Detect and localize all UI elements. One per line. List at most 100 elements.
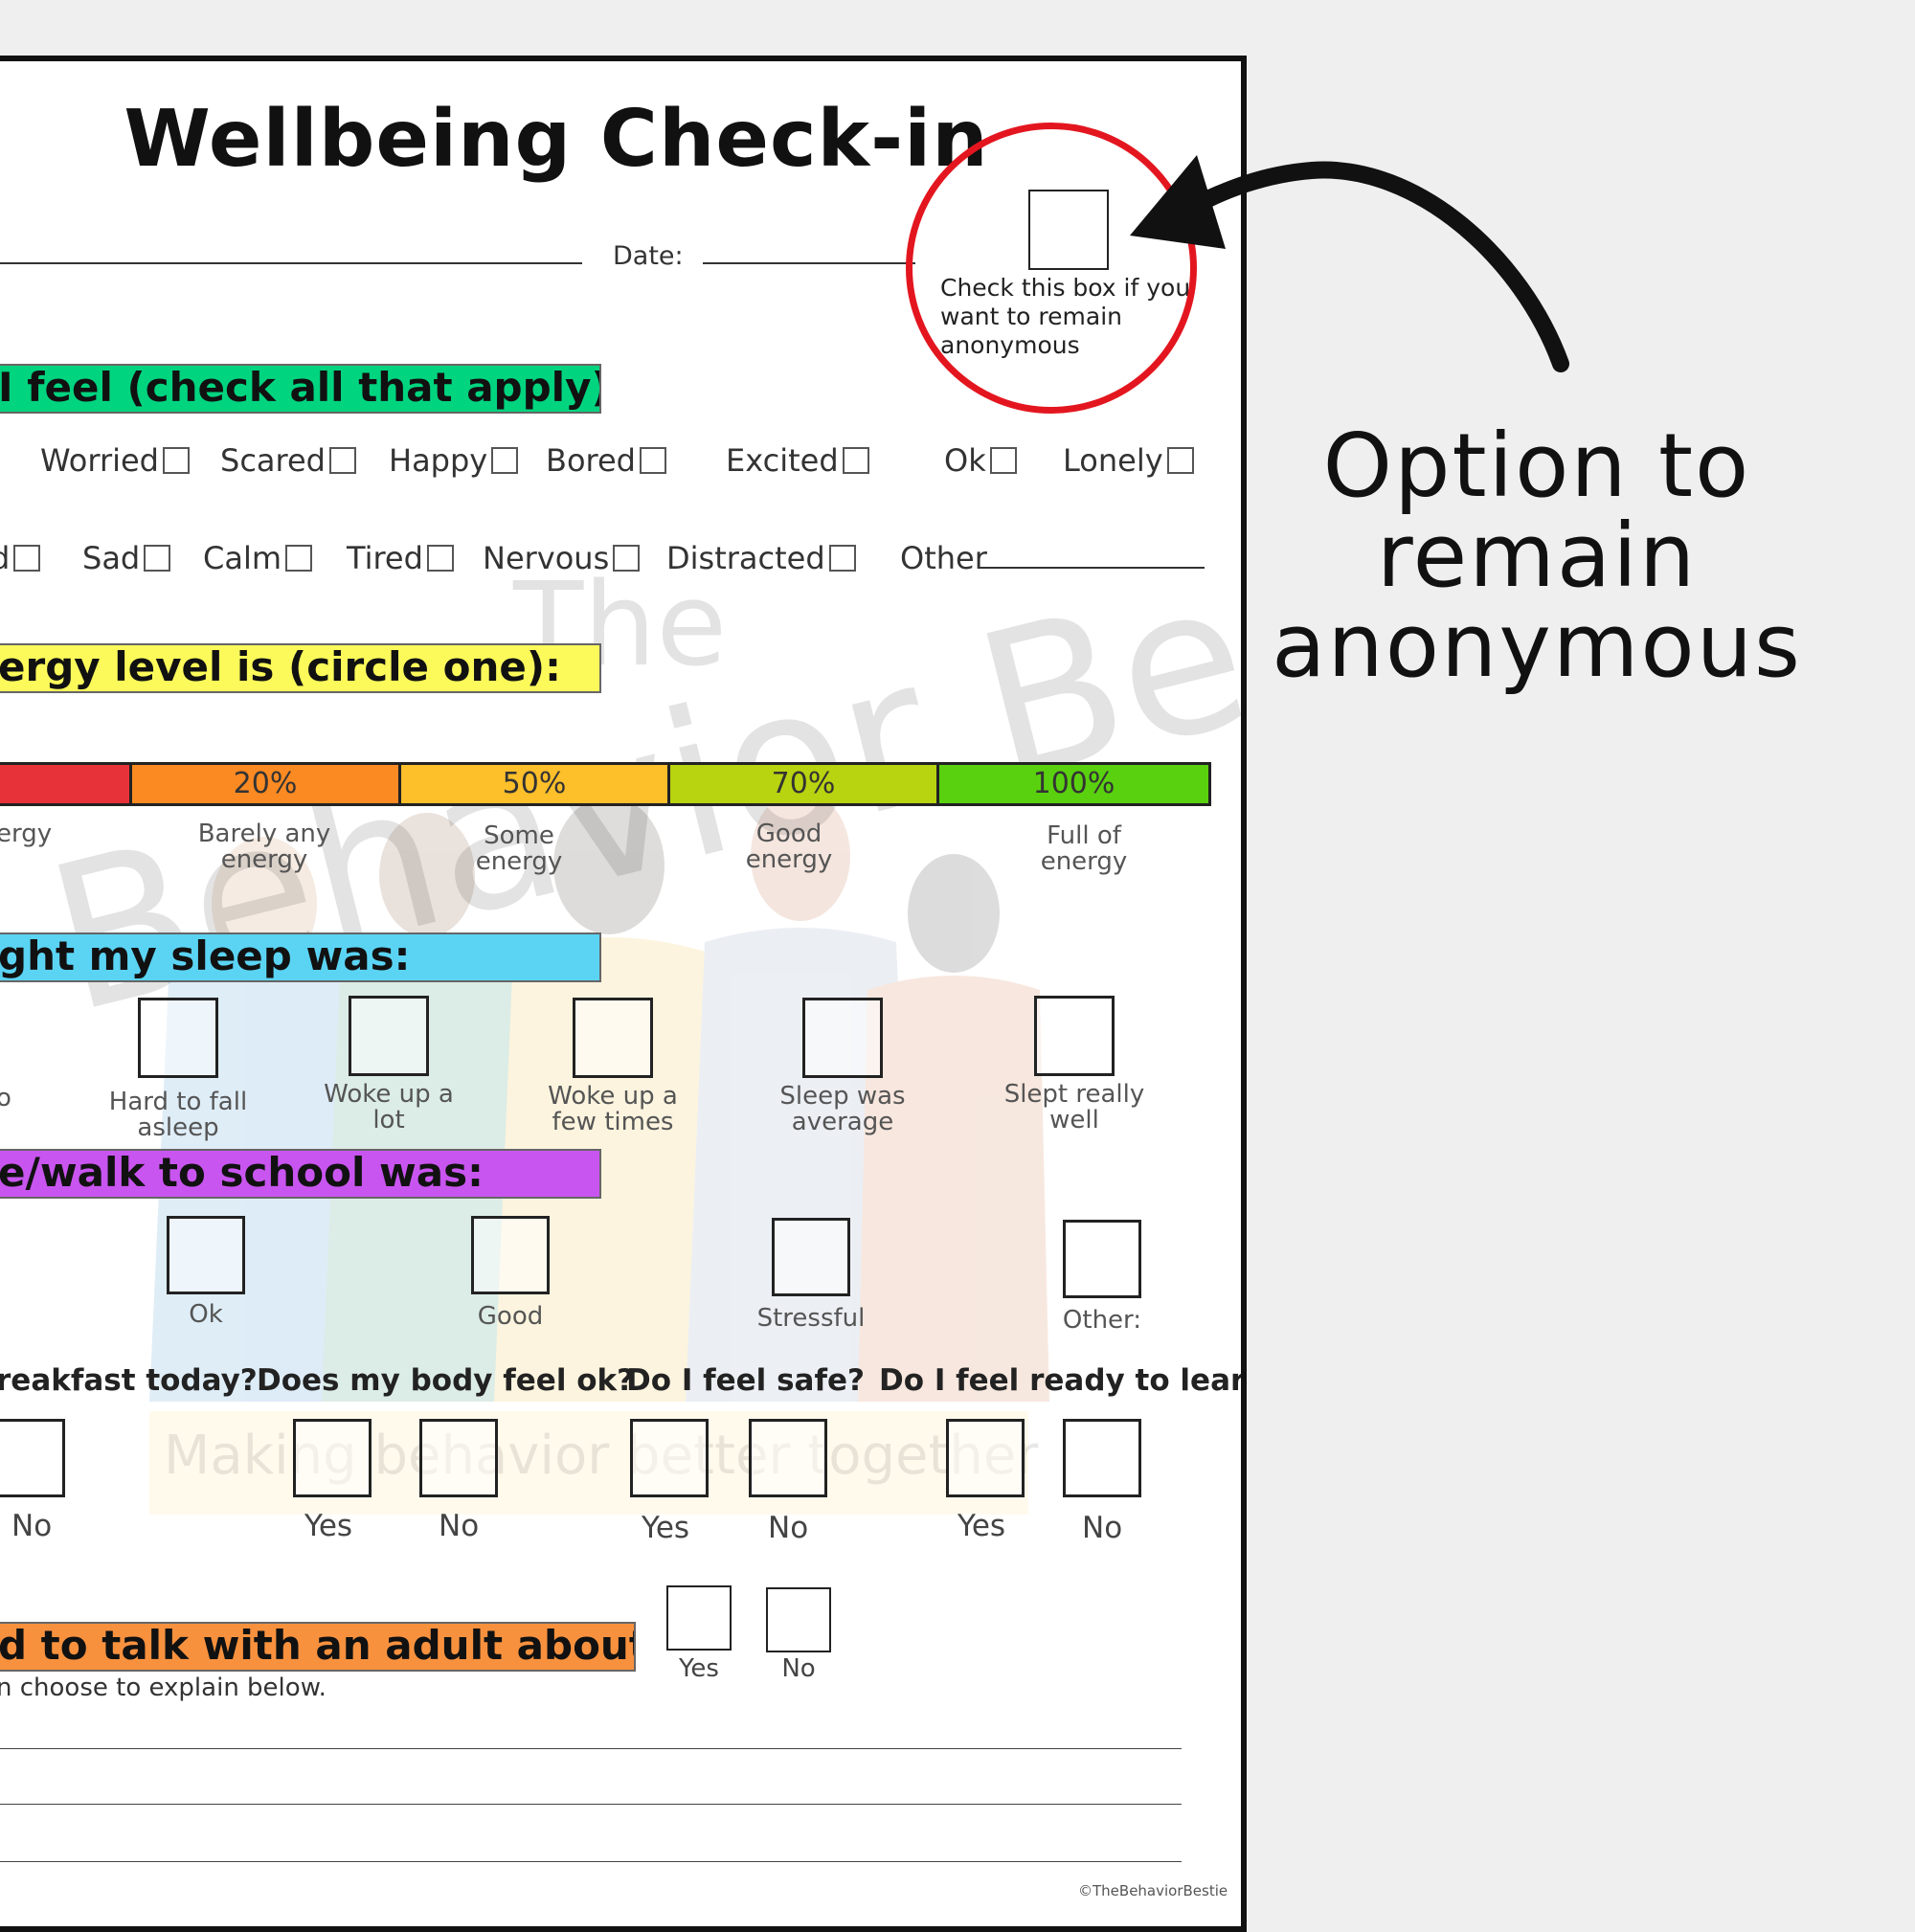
side-caption-line: Option to [1322, 415, 1751, 517]
feeling-option-calm[interactable]: Calm [203, 540, 313, 576]
feeling-checkbox[interactable] [842, 447, 869, 474]
feeling-option-happy[interactable]: Happy [389, 442, 519, 479]
caption-line: energy [475, 847, 563, 876]
school-checkbox-other[interactable] [1063, 1220, 1141, 1298]
body-no-checkbox[interactable] [419, 1419, 498, 1497]
feeling-label: Sad [82, 540, 141, 576]
answer-no-label: No [768, 1511, 809, 1545]
feeling-label: d [0, 540, 10, 576]
answer-yes-label: Yes [642, 1511, 690, 1545]
ready-no-checkbox[interactable] [1063, 1419, 1141, 1497]
question-safe: Do I feel safe? [626, 1363, 865, 1398]
feeling-option-nervous[interactable]: Nervous [483, 540, 641, 576]
safe-no-checkbox[interactable] [749, 1419, 827, 1497]
side-caption: Option to remain anonymous [1269, 421, 1805, 691]
sleep-checkbox-woke-up-a-few-times[interactable] [573, 998, 653, 1078]
feeling-checkbox[interactable] [13, 545, 41, 572]
talk-yes-checkbox[interactable] [666, 1585, 732, 1651]
energy-banner: ergy level is (circle one): [0, 643, 601, 693]
feeling-option-bored[interactable]: Bored [546, 442, 666, 479]
energy-segment-100[interactable]: 100% [936, 762, 1211, 806]
energy-caption: ergy [0, 820, 53, 848]
feeling-checkbox[interactable] [491, 447, 519, 474]
highlight-circle [906, 123, 1197, 414]
side-caption-line: remain [1376, 505, 1698, 607]
energy-segment-70[interactable]: 70% [667, 762, 939, 806]
feeling-option-ok[interactable]: Ok [944, 442, 1017, 479]
sleep-checkbox-woke-up-a-lot[interactable] [349, 996, 429, 1076]
caption-line: Barely any [197, 820, 331, 848]
feeling-label: Other [900, 540, 987, 576]
school-option-label: Good [477, 1302, 544, 1331]
talk-no-checkbox[interactable] [766, 1587, 831, 1652]
feeling-label: Scared [220, 442, 326, 479]
school-option-label: Stressful [756, 1304, 866, 1333]
feeling-checkbox[interactable] [162, 447, 190, 474]
date-line[interactable] [703, 262, 915, 264]
school-option-label: Other: [1062, 1306, 1142, 1335]
energy-segment-50[interactable]: 50% [398, 762, 670, 806]
sleep-banner: ght my sleep was: [0, 932, 601, 982]
talk-no-label: No [781, 1654, 816, 1683]
feeling-checkbox[interactable] [144, 545, 171, 572]
caption-line: average [791, 1108, 894, 1136]
school-checkbox-stressful[interactable] [772, 1218, 850, 1296]
caption-line: energy [220, 845, 308, 874]
feeling-option-cut-off[interactable]: d [0, 540, 41, 576]
energy-level-label: 50% [502, 767, 567, 800]
page-title: Wellbeing Check-in [124, 94, 989, 185]
talk-yes-label: Yes [679, 1654, 719, 1683]
explain-line[interactable] [0, 1804, 1182, 1805]
school-checkbox-ok[interactable] [167, 1216, 245, 1294]
body-yes-checkbox[interactable] [293, 1419, 372, 1497]
feeling-checkbox[interactable] [989, 447, 1017, 474]
energy-segment-0[interactable] [0, 762, 132, 806]
energy-segment-20[interactable]: 20% [129, 762, 401, 806]
answer-no-label: No [439, 1509, 480, 1543]
safe-yes-checkbox[interactable] [630, 1419, 709, 1497]
sleep-checkbox-average[interactable] [802, 998, 883, 1078]
caption-line: Woke up a [548, 1082, 678, 1111]
feeling-option-lonely[interactable]: Lonely [1063, 442, 1194, 479]
sleep-caption: o [0, 1086, 11, 1112]
feeling-checkbox[interactable] [285, 545, 313, 572]
school-checkbox-good[interactable] [471, 1216, 550, 1294]
feeling-checkbox[interactable] [426, 545, 454, 572]
feeling-checkbox[interactable] [639, 447, 666, 474]
school-option-label: Ok [189, 1300, 223, 1329]
feel-banner: I feel (check all that apply): [0, 364, 601, 414]
sleep-checkbox-slept-really-well[interactable] [1034, 996, 1115, 1076]
feeling-checkbox[interactable] [328, 447, 356, 474]
caption-line: Good [755, 820, 822, 848]
energy-level-label: 100% [1032, 767, 1115, 800]
feeling-option-tired[interactable]: Tired [347, 540, 454, 576]
breakfast-no-checkbox[interactable] [0, 1419, 65, 1497]
feeling-checkbox[interactable] [613, 545, 641, 572]
answer-no-label: No [11, 1509, 53, 1543]
feeling-option-scared[interactable]: Scared [220, 442, 356, 479]
explain-line[interactable] [0, 1748, 1182, 1749]
feeling-label: Distracted [666, 540, 825, 576]
school-banner: e/walk to school was: [0, 1149, 601, 1199]
answer-yes-label: Yes [304, 1509, 353, 1543]
feeling-checkbox[interactable] [1166, 447, 1194, 474]
ready-yes-checkbox[interactable] [946, 1419, 1025, 1497]
copyright: ©TheBehaviorBestie [1078, 1882, 1228, 1899]
feeling-option-sad[interactable]: Sad [82, 540, 171, 576]
caption-line: Woke up a [324, 1080, 454, 1109]
feeling-option-distracted[interactable]: Distracted [666, 540, 856, 576]
explain-line[interactable] [0, 1861, 1182, 1862]
other-feeling-line[interactable] [979, 567, 1205, 569]
question-breakfast: reakfast today? [0, 1363, 258, 1398]
feeling-option-excited[interactable]: Excited [726, 442, 869, 479]
sleep-checkbox-hard-to-fall-asleep[interactable] [138, 998, 218, 1078]
feeling-option-worried[interactable]: Worried [40, 442, 190, 479]
feeling-checkbox[interactable] [828, 545, 856, 572]
